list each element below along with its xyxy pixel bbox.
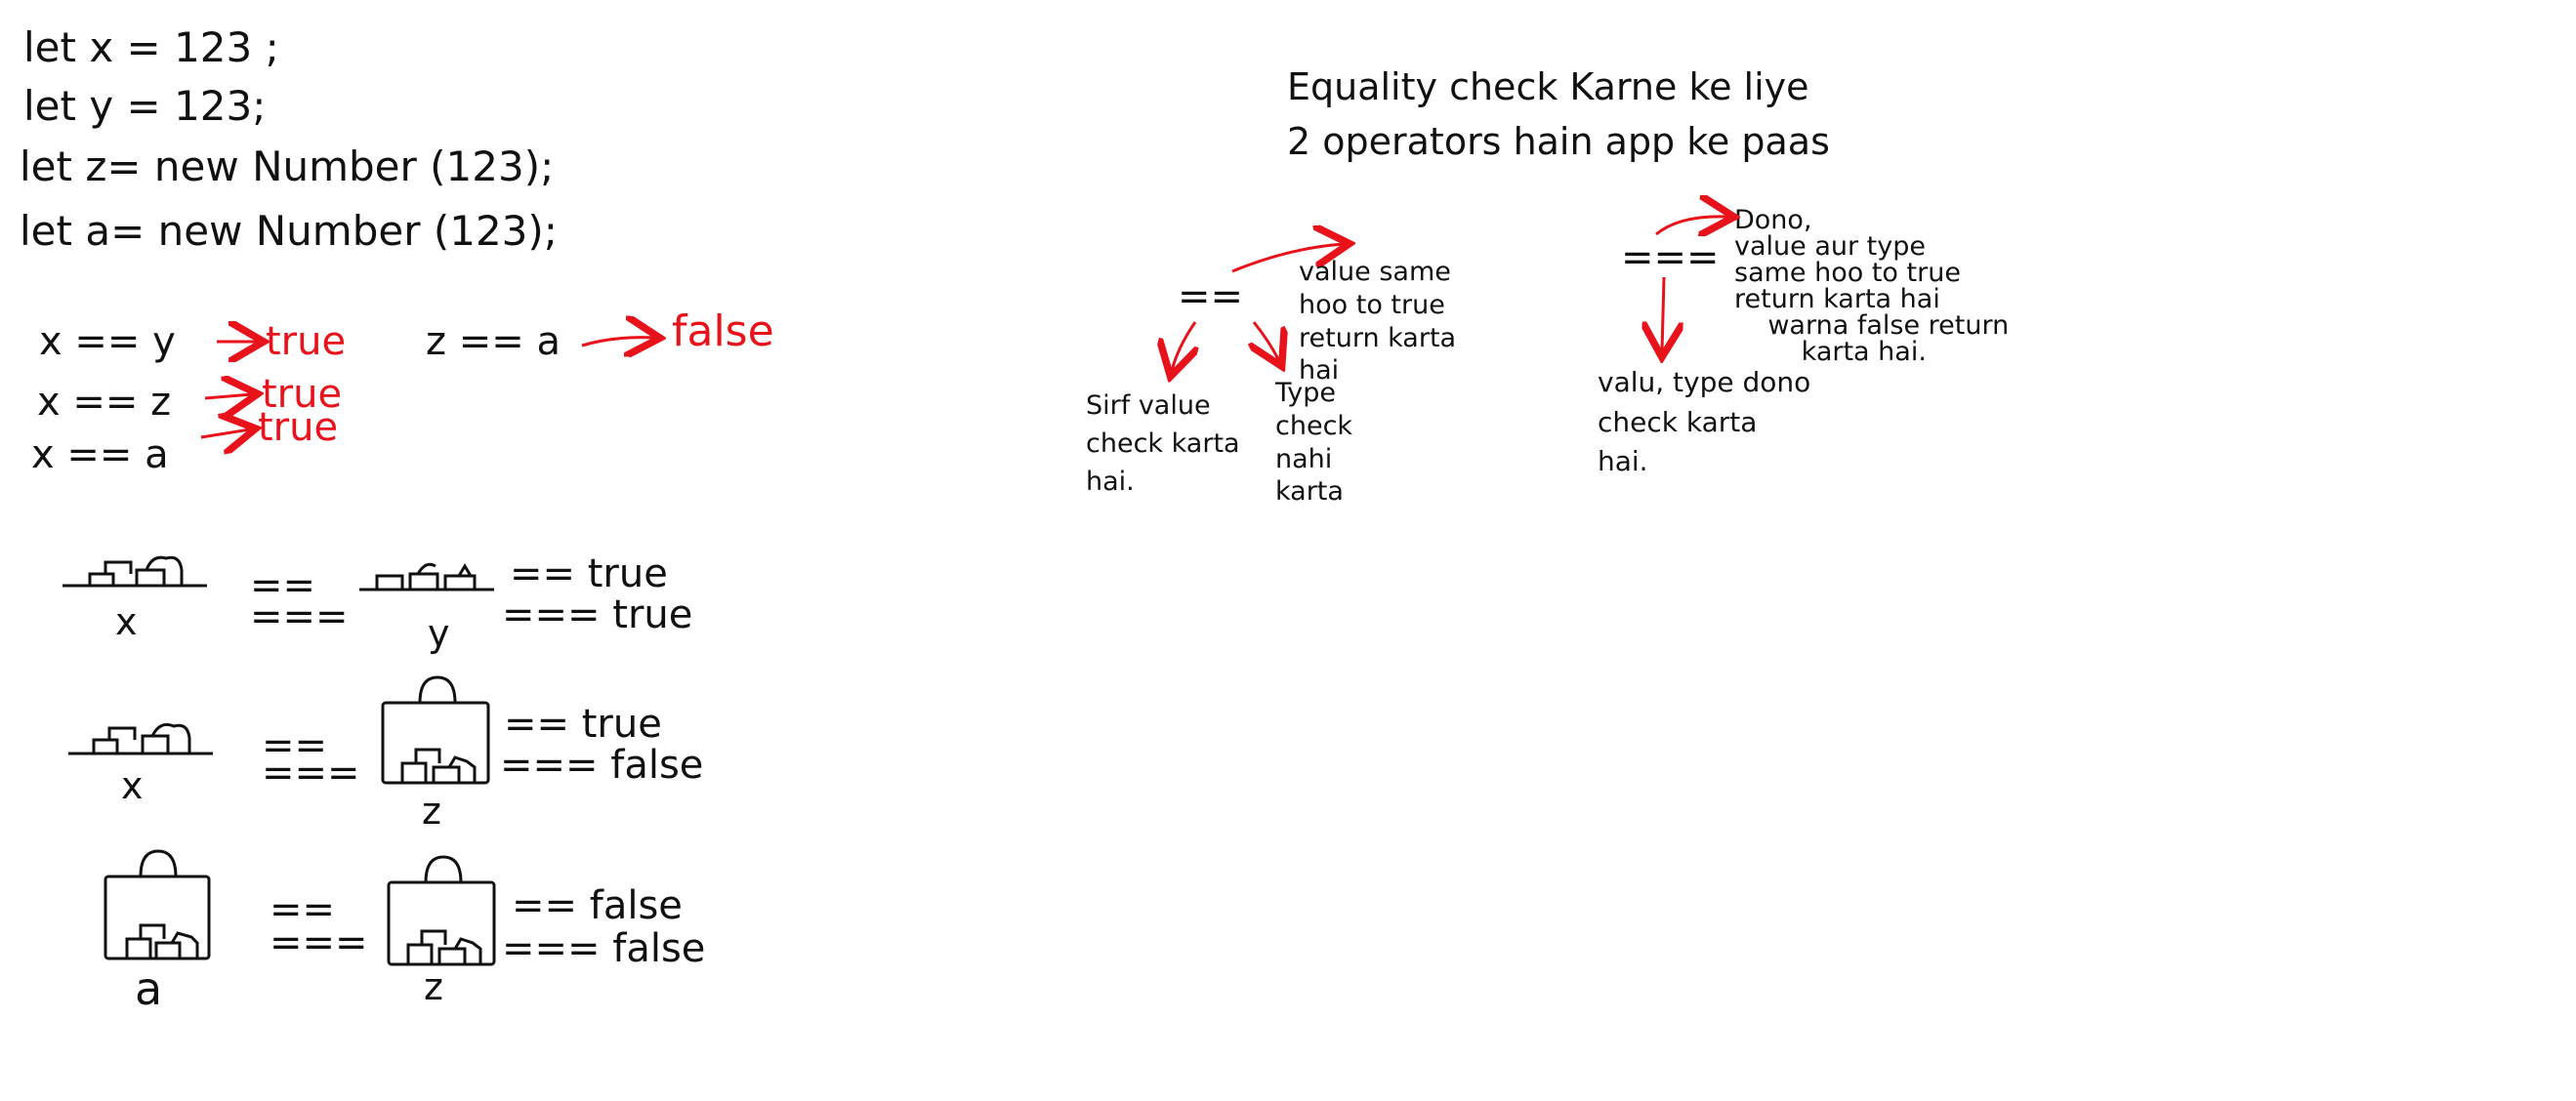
heading-line-2: 2 operators hain app ke paas [1287, 120, 1830, 163]
code-line-4: let a= new Number (123); [20, 207, 558, 255]
comparison-x-z-result: true [262, 372, 343, 417]
comparison-x-z: x == z [37, 380, 172, 425]
code-line-2: let y = 123; [23, 82, 267, 130]
double-equal-top-note: value same hoo to true return karta hai [1299, 257, 1457, 387]
arrow-z-a-result [581, 338, 654, 346]
row3-left-object-box [104, 849, 211, 960]
comparison-x-a: x == a [31, 432, 169, 477]
row2-result-double: == true [504, 702, 662, 747]
row2-left-shelf [68, 722, 213, 755]
row1-op-double: == [250, 563, 316, 608]
row3-right-label: z [424, 965, 443, 1008]
row3-left-label: a [135, 962, 163, 1015]
arrow-x-z-result [204, 394, 252, 398]
arrow-triple-top [1655, 217, 1728, 234]
arrow-double-top [1231, 244, 1344, 273]
row2-op-triple: === [262, 751, 360, 795]
double-equal-symbol: == [1178, 274, 1244, 319]
row1-op-triple: === [250, 594, 349, 639]
double-equal-right-note: Type check nahi karta [1275, 378, 1353, 508]
row1-left-shelf [62, 555, 207, 588]
comparison-x-a-result: true [258, 405, 339, 450]
comparison-x-y: x == y [39, 319, 176, 364]
comparison-x-y-result: true [266, 319, 347, 364]
code-line-3: let z= new Number (123); [20, 143, 555, 190]
row2-result-triple: === false [500, 743, 704, 788]
row2-right-label: z [422, 790, 441, 833]
triple-equal-symbol: === [1621, 235, 1720, 280]
comparison-z-a: z == a [426, 319, 561, 364]
row2-op-double: == [262, 723, 328, 768]
arrow-triple-down [1662, 276, 1664, 351]
code-line-1: let x = 123 ; [23, 23, 279, 71]
double-equal-left-note: Sirf value check karta hai. [1086, 390, 1240, 498]
arrow-double-right [1254, 321, 1279, 361]
row1-result-double: == true [510, 551, 668, 596]
row3-op-triple: === [270, 920, 368, 965]
row3-op-double: == [270, 887, 336, 932]
row3-result-triple: === false [502, 926, 706, 971]
row1-right-shelf [359, 562, 494, 591]
row3-result-double: == false [512, 883, 683, 928]
row1-left-label: x [115, 600, 138, 643]
row2-left-label: x [121, 764, 144, 807]
comparison-z-a-result: false [672, 306, 774, 356]
arrow-x-a-result [200, 429, 250, 437]
row3-right-object-box [387, 855, 496, 966]
triple-equal-top-note: Dono, value aur type same hoo to true re… [1734, 205, 2010, 367]
row2-right-object-box [381, 675, 490, 785]
row1-result-triple: === true [502, 592, 693, 637]
triple-equal-bottom-note: valu, type dono check karta hai. [1598, 366, 1811, 478]
arrow-double-left [1172, 321, 1195, 371]
heading-line-1: Equality check Karne ke liye [1287, 65, 1809, 108]
row1-right-label: y [428, 612, 450, 655]
